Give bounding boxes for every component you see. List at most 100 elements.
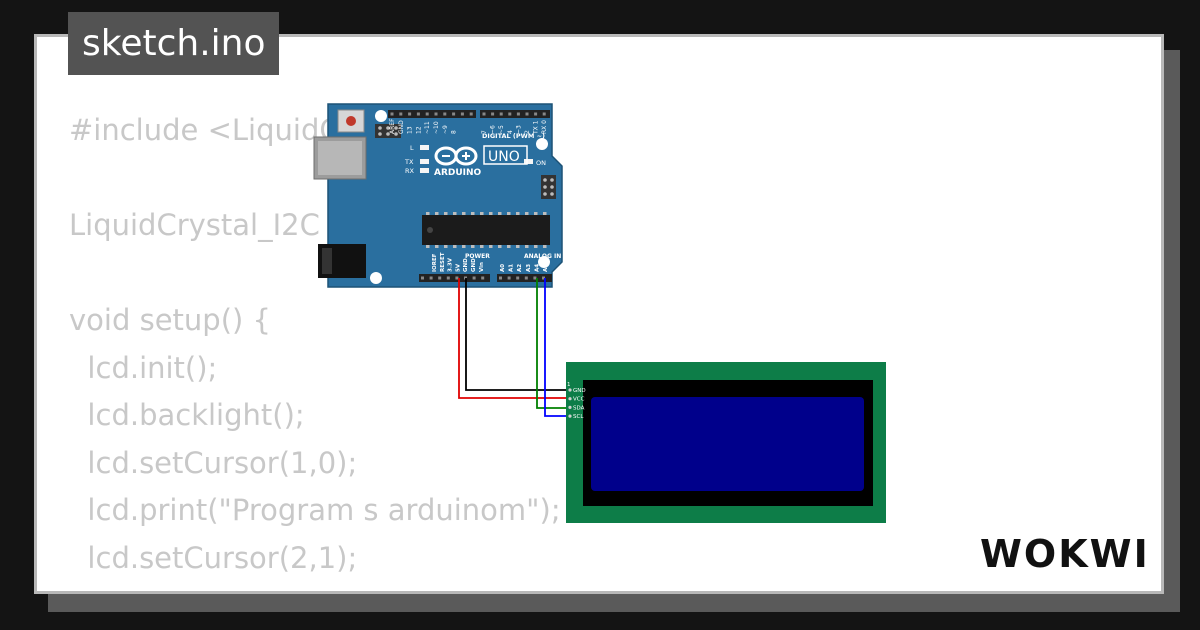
led-rx-label: RX xyxy=(405,167,415,175)
pin-hole xyxy=(408,112,412,116)
icsp-header-right xyxy=(541,175,556,199)
pin-hole xyxy=(507,276,511,280)
pin-hole xyxy=(542,276,545,280)
digital-pin-label: ~6 xyxy=(490,125,497,134)
power-pin-label: Vin xyxy=(479,262,485,272)
lcd-pin xyxy=(568,397,572,401)
digital-pin-label: 2 xyxy=(524,130,531,134)
wire-scl[interactable] xyxy=(544,278,570,417)
pin-hole xyxy=(460,112,464,116)
analog-pin-label: A5 xyxy=(543,264,549,272)
code-line: lcd.init(); xyxy=(69,350,218,385)
pin-hole xyxy=(499,112,503,116)
digital-pin-label: AREF xyxy=(389,118,396,134)
pin-hole xyxy=(524,276,528,280)
lcd-pin xyxy=(568,388,572,392)
power-header-label: POWER xyxy=(465,253,490,260)
lcd-pin-label: VCC xyxy=(573,397,585,403)
wires xyxy=(458,278,570,417)
pin-hole xyxy=(416,112,420,116)
led-l-label: L xyxy=(410,144,414,152)
digital-pin-label: TX 1 xyxy=(533,120,540,135)
digital-header-left xyxy=(388,110,476,118)
pin-hole xyxy=(533,276,537,280)
pin-hole xyxy=(516,276,520,280)
lcd-pin-label: GND xyxy=(573,388,586,394)
lcd-screen xyxy=(591,397,864,491)
digital-pin-label: ~5 xyxy=(498,125,505,134)
pin-hole xyxy=(534,112,538,116)
uno-badge xyxy=(483,145,528,165)
power-pin-label: 3.3V xyxy=(448,257,454,272)
pin-hole xyxy=(516,112,520,116)
digital-pin-label: 4 xyxy=(507,130,514,134)
digital-pin-label: ~10 xyxy=(433,121,440,134)
usb-connector-face xyxy=(318,141,362,175)
wokwi-logo: WOKWI xyxy=(980,532,1150,576)
digital-pin-holes xyxy=(390,112,546,116)
pin-hole xyxy=(434,112,438,116)
pin-hole xyxy=(499,276,502,280)
lcd-pin-marker: 1 xyxy=(567,382,571,388)
led-tx xyxy=(420,159,429,164)
digital-pin-label: 8 xyxy=(451,130,458,134)
mounting-hole xyxy=(536,138,548,150)
pin-hole xyxy=(482,112,486,116)
power-jack-inner xyxy=(322,248,332,274)
code-line: lcd.setCursor(1,0); xyxy=(69,445,358,480)
pin-hole xyxy=(525,112,529,116)
power-pin-label: IOREF xyxy=(432,253,438,272)
code-line: lcd.backlight(); xyxy=(69,398,305,432)
tab-sketch[interactable]: sketch.ino xyxy=(68,12,280,75)
digital-pin-label: ~3 xyxy=(515,125,522,134)
arduino-logo xyxy=(434,146,478,166)
code-line: void setup() { xyxy=(69,303,271,337)
wire-vcc[interactable] xyxy=(458,278,570,399)
atmega-chip xyxy=(422,212,550,248)
code-editor[interactable]: #include <LiquidC LiquidCrystal_I2C void… xyxy=(69,107,561,582)
reset-button-cap xyxy=(346,116,356,126)
lcd-pin-label: SDA xyxy=(573,405,585,411)
digital-pin-label: 12 xyxy=(415,126,422,134)
mounting-hole xyxy=(370,272,382,284)
led-tx-label: TX xyxy=(404,158,414,166)
mounting-hole xyxy=(538,256,550,268)
wokwi-logo-text: WOKWI xyxy=(980,532,1150,576)
analog-pin-label: A1 xyxy=(509,264,515,272)
digital-pin-label: ~11 xyxy=(424,121,431,134)
led-on xyxy=(524,159,533,164)
wire-sda[interactable] xyxy=(536,278,570,409)
code-line: LiquidCrystal_I2C xyxy=(69,208,320,242)
lcd-pin xyxy=(568,405,572,409)
pin-hole xyxy=(455,276,459,280)
analog-pin-label: A0 xyxy=(500,264,506,272)
led-on-label: ON xyxy=(536,159,546,167)
icsp-header-top xyxy=(375,124,401,138)
analog-pin-label: A4 xyxy=(534,264,540,272)
digital-header-label: DIGITAL (PWM ~) xyxy=(482,132,545,140)
analog-pin-label: A2 xyxy=(517,264,523,272)
lcd-pin xyxy=(568,414,572,418)
pin-hole xyxy=(508,112,512,116)
pin-hole xyxy=(399,112,403,116)
digital-header-right xyxy=(480,110,550,118)
power-pin-label: GND xyxy=(471,258,477,272)
pin-hole xyxy=(481,276,485,280)
pin-hole xyxy=(421,276,424,280)
wire-gnd[interactable] xyxy=(465,278,570,391)
uno-model-text: UNO xyxy=(488,149,520,165)
digital-pin-label: GND xyxy=(398,120,405,134)
pin-hole xyxy=(443,112,447,116)
bottom-pin-holes xyxy=(421,276,545,280)
analog-header-label: ANALOG IN xyxy=(524,253,561,260)
power-pin-label: 5V xyxy=(455,263,461,272)
analog-pin-label: A3 xyxy=(526,264,532,272)
code-line: lcd.setCursor(2,1); xyxy=(69,540,358,575)
